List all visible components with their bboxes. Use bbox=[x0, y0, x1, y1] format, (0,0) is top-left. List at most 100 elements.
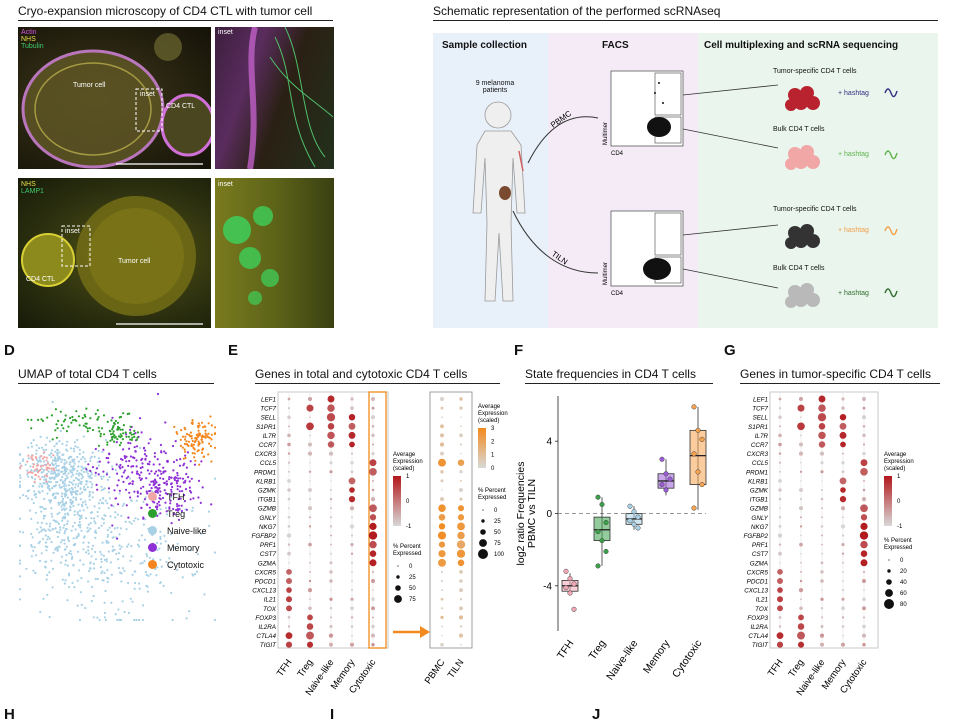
umap-point bbox=[49, 529, 52, 532]
dot bbox=[797, 631, 805, 640]
dot bbox=[777, 569, 783, 575]
dot bbox=[371, 624, 375, 629]
dot bbox=[309, 461, 311, 464]
umap-point bbox=[135, 472, 138, 475]
umap-point bbox=[138, 545, 141, 548]
umap-point bbox=[35, 444, 38, 447]
umap-point bbox=[158, 547, 161, 550]
umap-point bbox=[176, 542, 179, 545]
umap-point bbox=[157, 483, 160, 487]
umap-point bbox=[45, 468, 48, 471]
umap-point bbox=[47, 480, 50, 483]
umap-point bbox=[96, 460, 99, 464]
dot bbox=[287, 515, 291, 519]
umap-point bbox=[57, 522, 61, 525]
umap-point bbox=[209, 445, 212, 448]
umap-point bbox=[59, 528, 62, 531]
dot bbox=[369, 459, 377, 467]
umap-point bbox=[46, 593, 49, 596]
umap-point bbox=[195, 438, 198, 441]
umap-point bbox=[131, 600, 134, 603]
y-tick-label: -4 bbox=[543, 581, 552, 592]
umap-point bbox=[77, 415, 80, 418]
dot bbox=[800, 461, 802, 464]
umap-point bbox=[122, 432, 125, 435]
umap-point bbox=[82, 509, 85, 512]
umap-point bbox=[143, 453, 146, 456]
umap-point bbox=[213, 426, 217, 429]
umap-point bbox=[185, 440, 188, 443]
umap-point bbox=[87, 552, 90, 555]
umap-point bbox=[148, 472, 151, 475]
dot bbox=[287, 497, 291, 501]
umap-point bbox=[157, 500, 161, 503]
umap-point bbox=[202, 426, 205, 429]
dot bbox=[820, 625, 824, 628]
umap-point bbox=[67, 538, 70, 541]
umap-point bbox=[131, 436, 134, 439]
dot bbox=[329, 570, 333, 574]
umap-point bbox=[127, 441, 130, 444]
dot bbox=[778, 433, 782, 438]
umap-point bbox=[92, 562, 95, 565]
tumor-cell-label-b: Tumor cell bbox=[118, 258, 151, 265]
umap-point bbox=[56, 448, 59, 451]
dot bbox=[287, 461, 291, 464]
umap-point bbox=[46, 492, 49, 495]
umap-point bbox=[67, 540, 71, 543]
umap-point bbox=[130, 555, 133, 558]
dot bbox=[287, 397, 291, 401]
umap-point bbox=[48, 615, 51, 619]
umap-point bbox=[48, 464, 51, 467]
dot bbox=[460, 480, 462, 482]
dot bbox=[370, 633, 376, 638]
dot bbox=[839, 413, 847, 421]
dot bbox=[820, 525, 824, 528]
umap-point bbox=[156, 502, 159, 505]
umap-point bbox=[89, 522, 92, 525]
umap-point bbox=[40, 418, 43, 421]
gene-label: SELL bbox=[753, 415, 769, 422]
arrow-head bbox=[420, 626, 430, 638]
umap-point bbox=[68, 585, 71, 589]
umap-point bbox=[90, 555, 93, 558]
facs1-xlabel: CD4 bbox=[611, 151, 624, 157]
umap-point bbox=[86, 506, 89, 509]
umap-point bbox=[29, 465, 32, 468]
dot bbox=[441, 634, 443, 637]
umap-point bbox=[64, 495, 67, 498]
umap-point bbox=[75, 472, 78, 475]
umap-point bbox=[140, 458, 143, 462]
gene-label: CXCR5 bbox=[747, 569, 769, 576]
y-tick-label: 0 bbox=[546, 509, 552, 520]
umap-point bbox=[153, 452, 156, 455]
umap-point bbox=[97, 449, 100, 452]
umap-point bbox=[193, 448, 196, 451]
dot bbox=[456, 549, 466, 558]
gene-label: GZMK bbox=[258, 488, 277, 495]
size-legend-tick: 50 bbox=[494, 530, 501, 536]
umap-point bbox=[34, 511, 37, 514]
umap-point bbox=[50, 467, 53, 470]
dot bbox=[861, 415, 867, 420]
umap-point bbox=[38, 559, 42, 563]
umap-point bbox=[150, 470, 153, 473]
umap-point bbox=[119, 433, 122, 436]
umap-point bbox=[79, 526, 82, 529]
panel-a-title: Cryo-expansion microscopy of CD4 CTL wit… bbox=[18, 4, 313, 18]
gene-label: FOXP3 bbox=[255, 615, 276, 622]
umap-point bbox=[179, 485, 182, 488]
dot bbox=[842, 452, 844, 455]
umap-point bbox=[69, 550, 72, 553]
dot bbox=[350, 534, 354, 537]
umap-point bbox=[158, 463, 161, 466]
umap-point bbox=[200, 532, 203, 535]
umap-point bbox=[148, 556, 152, 559]
umap-point bbox=[90, 585, 93, 588]
umap-point bbox=[73, 510, 76, 513]
dot bbox=[821, 543, 823, 546]
dot bbox=[459, 497, 463, 501]
gene-label: FGFBP2 bbox=[252, 533, 277, 540]
umap-point bbox=[44, 474, 47, 477]
